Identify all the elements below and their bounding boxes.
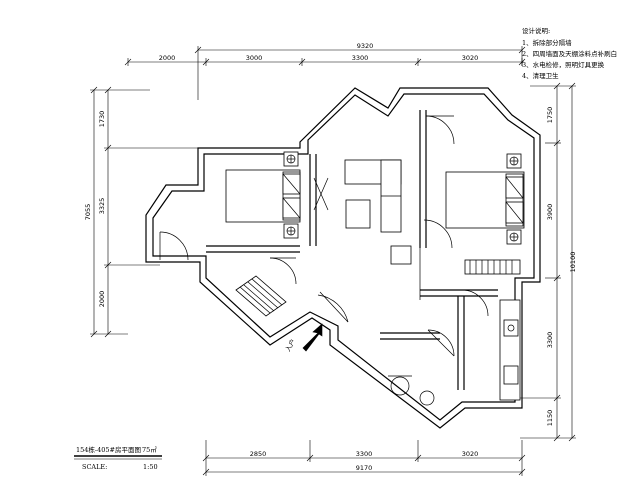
caption: 154栋-405#房平面图 75㎡ SCALE: 1:50 [74,445,162,471]
dim-bottom-seg-1: 2850 [250,450,267,458]
dim-right-seg-2: 3900 [546,204,554,221]
left-dimensions: 7055 1730 3325 2000 [84,86,200,338]
toilet [390,376,410,396]
dim-top-seg-4: 3020 [462,54,479,62]
dim-right-seg-3: 3300 [546,332,554,349]
kitchen [499,299,521,401]
sink [503,319,519,337]
wardrobe [235,275,287,317]
coffee-table [345,199,371,229]
living-room [313,159,412,265]
dim-bottom-seg-2: 3300 [356,450,373,458]
dim-right-total: 10100 [569,252,577,273]
design-notes: 设计说明: 1、拆除部分隔墙 2、四周墙面及天棚涂料点补刷白 3、水电检修，照明… [522,26,617,80]
entrance-label: 入户 [283,337,297,353]
scale-value: 1:50 [143,463,158,471]
dim-right-seg-1: 1750 [546,107,554,124]
side-table [390,245,412,265]
note-item-3: 3、水电检修，照明灯具更换 [522,60,605,69]
dim-top-seg-3: 3300 [352,54,369,62]
note-item-4: 4、清理卫生 [522,71,559,80]
right-bedroom [445,153,525,275]
dim-bottom-seg-3: 3020 [462,450,479,458]
dim-top-total: 9320 [357,42,374,50]
doors [159,115,489,357]
bathroom [388,375,435,406]
kitchen-counter [499,299,521,401]
right-dimensions: 1750 3900 3300 1150 10100 [520,82,577,442]
dim-bottom-total: 9170 [356,464,373,472]
dim-left-seg-1: 1730 [98,111,106,128]
bottom-dimensions: 2850 3300 3020 9170 [202,440,526,476]
dim-right-seg-4: 1150 [546,410,554,427]
dim-left-seg-2: 3325 [98,198,106,215]
notes-title: 设计说明: [522,26,550,35]
stove [503,365,519,385]
dim-top-seg-2: 3000 [246,54,263,62]
walls [145,87,541,429]
note-item-2: 2、四周墙面及天棚涂料点补刷白 [522,49,617,58]
scale-label: SCALE: [82,463,107,471]
washbasin [419,390,435,406]
dim-left-seg-3: 2000 [98,291,106,308]
caption-area: 75㎡ [142,445,157,454]
left-bedroom [225,151,301,317]
dim-top-seg-1: 2000 [159,54,176,62]
caption-title: 154栋-405#房平面图 [76,445,141,454]
note-item-1: 1、拆除部分隔墙 [522,38,572,47]
dim-left-total: 7055 [84,204,92,221]
top-dimensions: 9320 2000 3000 3300 3020 [124,42,526,100]
entrance-arrow [302,323,323,352]
